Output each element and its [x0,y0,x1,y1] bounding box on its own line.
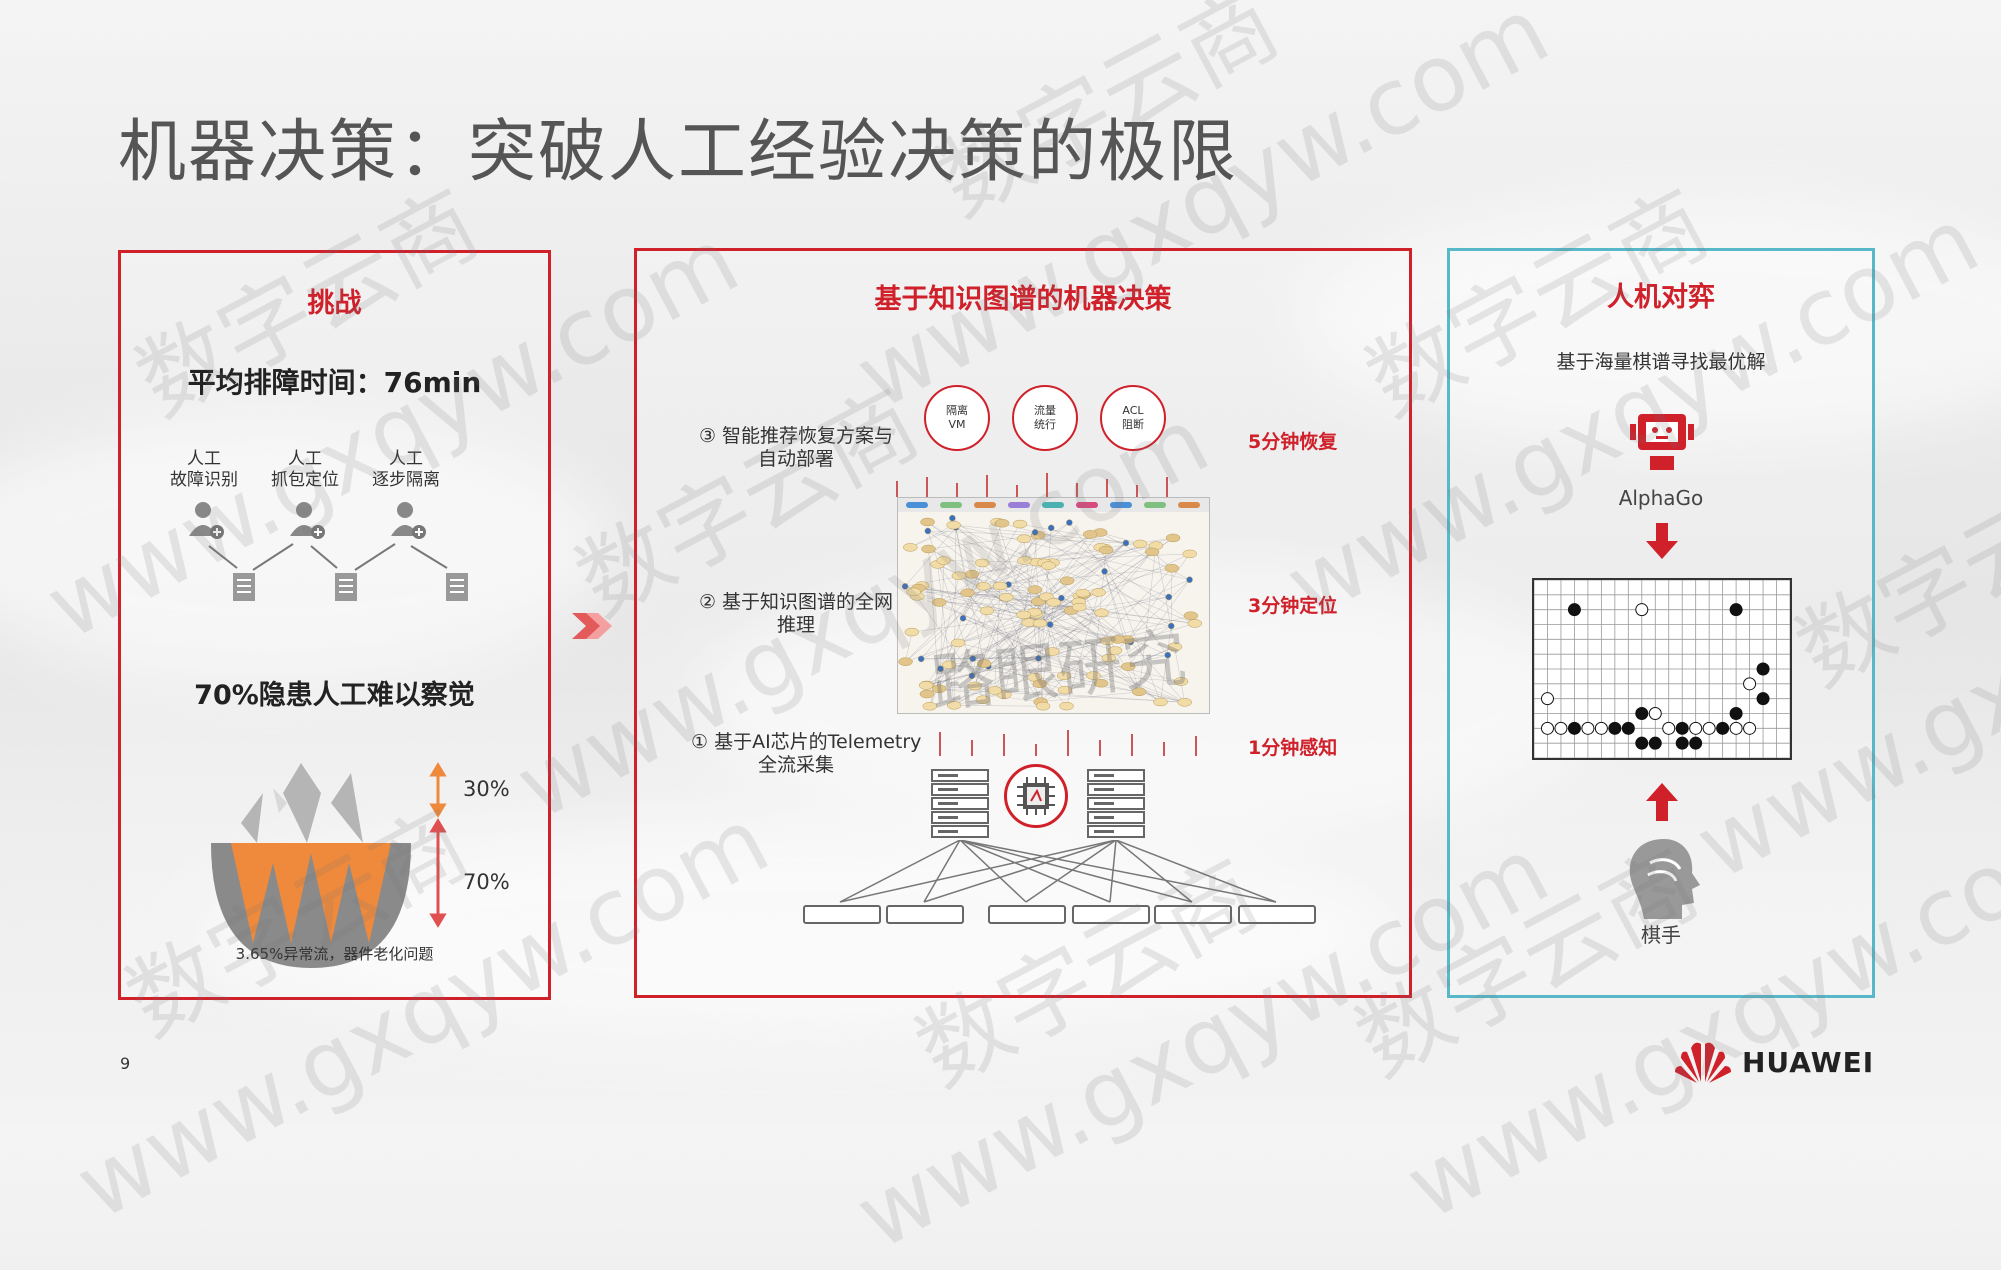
challenge-panel: 挑战 平均排障时间：76min 人工故障识别 人工抓包定位 人工逐步隔离 70%… [118,250,551,1000]
challenge-heading: 挑战 [121,281,548,320]
step-3-label: 人工逐步隔离 [363,449,449,491]
human-head-icon [1620,833,1708,923]
server-rack-icon [930,768,990,842]
hidden-risk-label: 70%隐患人工难以察觉 [121,673,548,712]
footnote: 3.65%异常流，器件老化问题 [121,943,548,964]
knowledge-graph-image [897,497,1210,714]
user-add-icon [391,502,426,539]
robot-icon [1620,406,1704,476]
page-title: 机器决策：突破人工经验决策的极限 [118,96,1238,195]
switch-icon [803,905,881,924]
page-number: 9 [120,1054,130,1073]
avg-time-label: 平均排障时间：76min [121,361,548,401]
server-rack-icon [1086,768,1146,842]
switch-icon [988,905,1066,924]
scale-arrow-bottom [432,821,444,925]
user-add-icon [290,502,325,539]
go-board-grid [1534,580,1790,758]
player-label: 棋手 [1450,919,1872,948]
network-links [800,840,1340,910]
telemetry-ticks [930,720,1220,760]
pct-70-label: 70% [463,871,510,894]
chevron-right-icon [572,605,616,647]
arrow-up-icon [1642,781,1682,821]
step1-time: 1分钟感知 [1248,733,1337,760]
human-vs-machine-heading: 人机对弈 [1450,275,1872,314]
huawei-wordmark: HUAWEI [1742,1046,1874,1079]
document-icon [335,573,357,601]
knowledge-graph-svg [898,498,1209,713]
user-add-icon [189,502,224,539]
step-2-label: 人工抓包定位 [262,449,348,491]
manual-process-flow [141,498,541,618]
scale-arrow-top [432,765,444,815]
arrow-down-icon [1642,523,1682,561]
machine-decision-heading: 基于知识图谱的机器决策 [637,277,1409,316]
switch-icon [886,905,964,924]
subtitle: 基于海量棋谱寻找最优解 [1450,351,1872,374]
switch-icon [1072,905,1150,924]
action-traffic-steer: 流量统行 [1012,385,1078,451]
pct-30-label: 30% [463,778,510,801]
huawei-logo-icon [1673,1038,1735,1086]
document-icon [233,573,255,601]
signal-ticks [887,461,1177,497]
alphago-label: AlphaGo [1450,486,1872,510]
step3-time: 5分钟恢复 [1248,427,1337,454]
ai-chip-icon [1004,764,1068,828]
step2-time: 3分钟定位 [1248,591,1337,618]
go-board [1532,578,1792,760]
document-icon [446,573,468,601]
step-1-label: 人工故障识别 [161,449,247,491]
step3-label: ③ 智能推荐恢复方案与自动部署 [691,425,901,471]
switch-icon [1238,905,1316,924]
step2-label: ② 基于知识图谱的全网推理 [691,591,901,637]
switch-icon [1154,905,1232,924]
